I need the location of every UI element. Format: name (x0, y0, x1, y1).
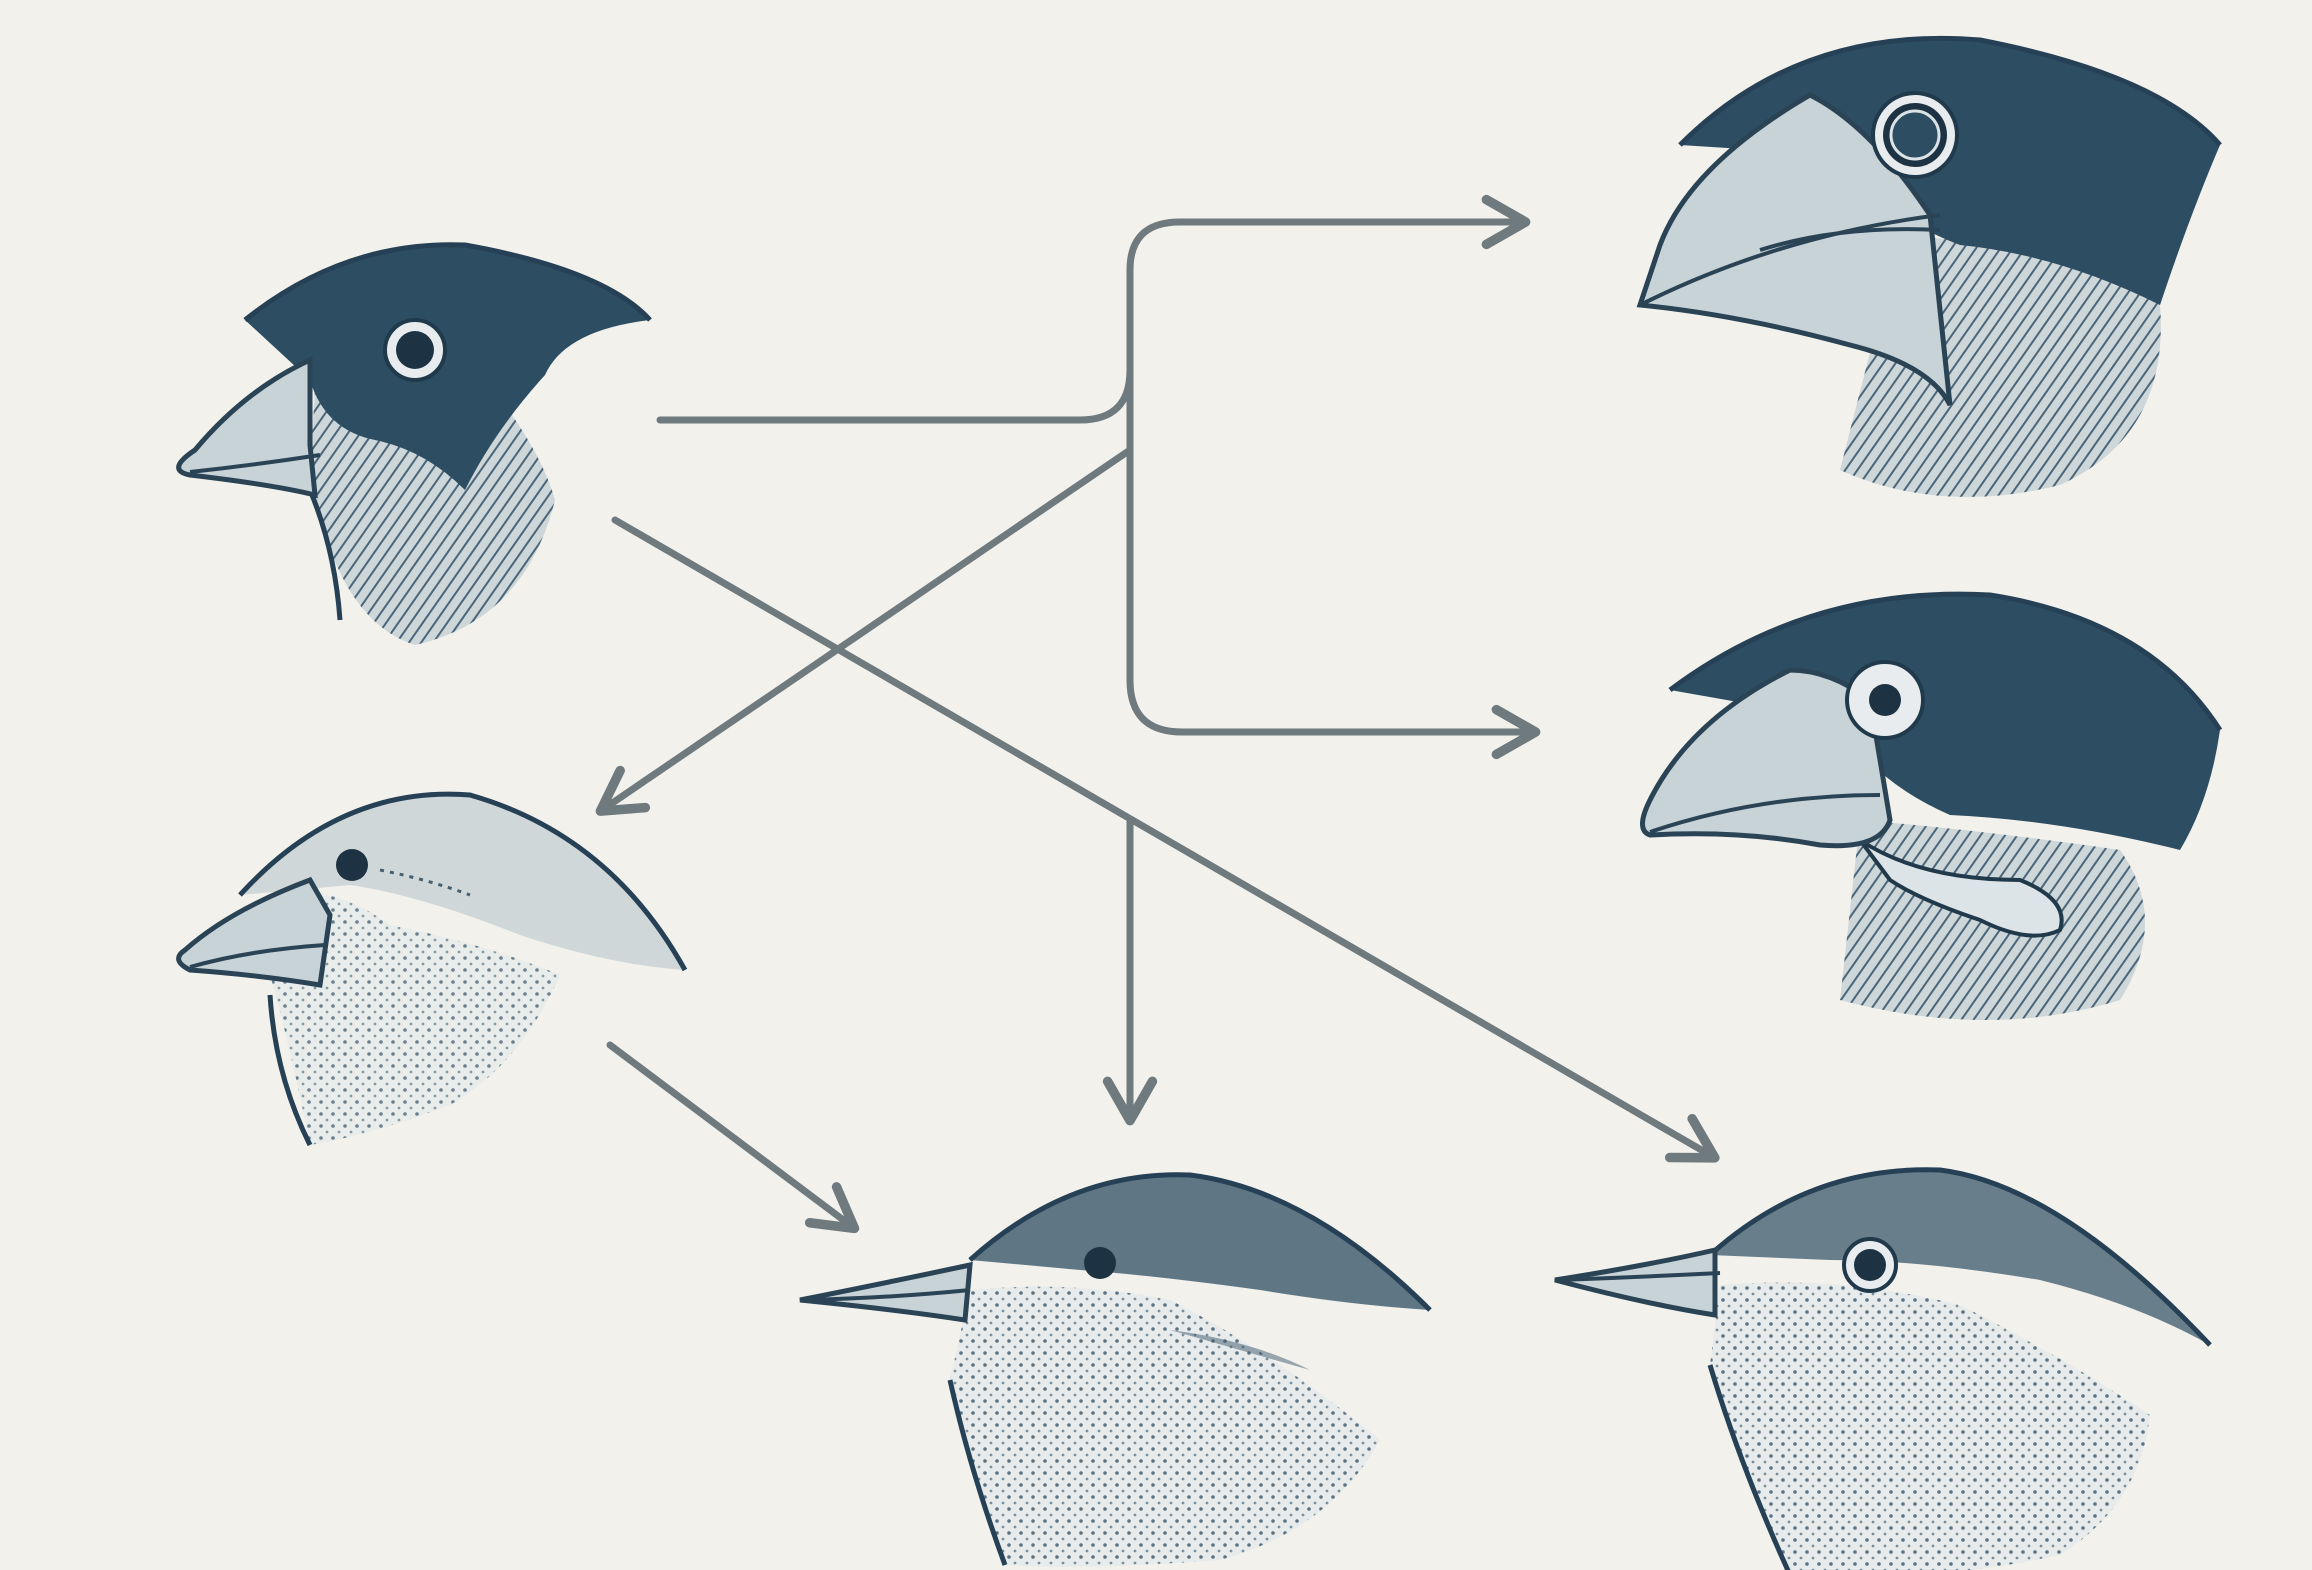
finch-head-large-ground-finch (1636, 35, 2222, 497)
finch-head-medium-ground-finch (1640, 591, 2223, 1020)
finch-head-warbler-finch (799, 1172, 1432, 1567)
arrow-pale-finch-to-warbler-finch (606, 1041, 860, 1234)
arrow-ancestor-to-medium-ground-finch (1126, 366, 1541, 760)
finch-head-small-beak-finch (1554, 1167, 2212, 1570)
arrows (595, 194, 1720, 1234)
arrow-ancestor-to-large-ground-finch (656, 194, 1531, 424)
finch-head-pale-finch (176, 791, 688, 1147)
finch-head-ancestor (176, 242, 652, 645)
arrow-ancestor-to-pale-finch (595, 446, 1134, 816)
arrow-ancestor-to-small-beak-finch (611, 516, 1720, 1163)
